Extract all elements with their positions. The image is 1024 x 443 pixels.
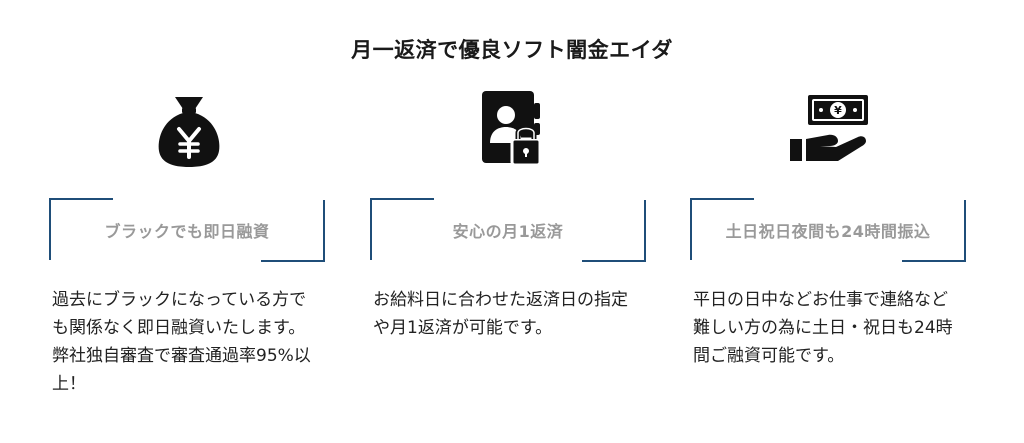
feature-label: 土日祝日夜間も24時間振込 <box>725 222 931 241</box>
frame-corner-top-left <box>370 198 434 260</box>
frame-corner-top-left <box>690 198 754 260</box>
svg-text:¥: ¥ <box>834 104 842 117</box>
hand-holding-yen-bill-icon: ¥ <box>790 95 868 161</box>
feature-label: ブラックでも即日融資 <box>104 222 270 241</box>
feature-label-box: 安心の月1返済 <box>370 198 646 262</box>
frame-corner-bottom-right <box>261 200 325 262</box>
feature-label-box: ブラックでも即日融資 <box>49 198 325 262</box>
feature-card-monthly-repayment: 安心の月1返済 お給料日に合わせた返済日の指定や月1返済が可能です。 <box>370 84 650 342</box>
page-title: 月一返済で優良ソフト闇金エイダ <box>351 38 673 62</box>
frame-corner-bottom-right <box>902 200 966 262</box>
feature-description: お給料日に合わせた返済日の指定や月1返済が可能です。 <box>373 290 628 338</box>
frame-corner-bottom-right <box>582 200 646 262</box>
yen-money-bag-icon <box>158 97 220 167</box>
feature-card-same-day-loan: ブラックでも即日融資 過去にブラックになっている方でも関係なく即日融資いたします… <box>49 84 329 398</box>
feature-description: 平日の日中などお仕事で連絡など難しい方の為に土日・祝日も24時間ご融資可能です。 <box>693 290 953 366</box>
locked-contact-book-icon <box>482 91 542 167</box>
feature-label: 安心の月1返済 <box>452 222 564 241</box>
frame-corner-top-left <box>49 198 113 260</box>
feature-description: 過去にブラックになっている方でも関係なく即日融資いたします。弊社独自審査で審査通… <box>52 290 311 394</box>
feature-card-24h-transfer: ¥ 土日祝日夜間も24時間振込 平日の日中などお仕事で連絡など難しい方の為に土日… <box>690 84 970 370</box>
feature-label-box: 土日祝日夜間も24時間振込 <box>690 198 966 262</box>
